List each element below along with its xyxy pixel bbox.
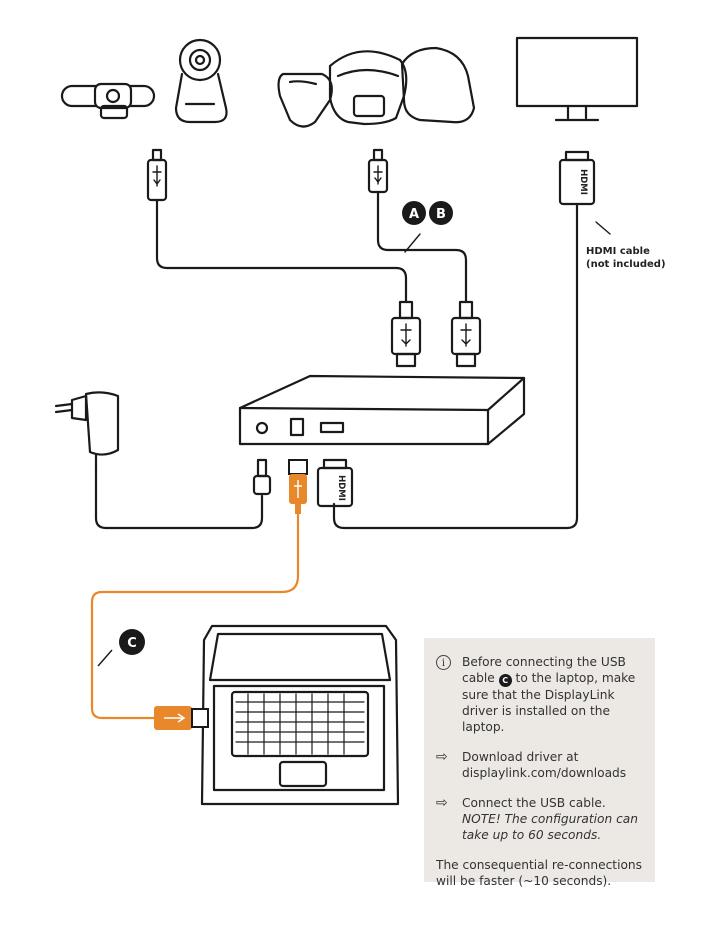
info-icon: i bbox=[436, 654, 456, 670]
power-adapter-icon bbox=[54, 391, 264, 530]
arrow-right-icon: ⇨ bbox=[436, 795, 448, 811]
badge-c: C bbox=[119, 629, 145, 655]
speakerphones-icon bbox=[277, 46, 476, 128]
svg-text:B: B bbox=[436, 207, 446, 222]
note-item-download: ⇨ Download driver at displaylink.com/dow… bbox=[436, 749, 643, 781]
note-text-connect: Connect the USB cable. bbox=[462, 796, 606, 810]
hdmi-plug-label: HDMI bbox=[578, 169, 588, 195]
usb-cable bbox=[155, 210, 408, 304]
laptop-icon bbox=[200, 624, 400, 806]
power-plug-icon bbox=[252, 458, 272, 496]
ptz-camera-icon bbox=[174, 38, 228, 124]
usb-plug-icon bbox=[146, 148, 168, 214]
note-item-connect: ⇨ Connect the USB cable. NOTE! The confi… bbox=[436, 795, 643, 843]
svg-text:C: C bbox=[127, 636, 137, 651]
hdmi-cable-label: HDMI cable bbox=[586, 246, 650, 257]
hdmi-plug-icon bbox=[558, 150, 596, 214]
usb-cable-c bbox=[90, 508, 300, 720]
usb-plug-icon bbox=[390, 300, 422, 368]
docking-hub-icon bbox=[238, 374, 526, 446]
note-text-before: Before connecting the USB cable bbox=[462, 655, 626, 685]
hdmi-cable-note: (not included) bbox=[586, 259, 666, 270]
note-text-download: Download driver at displaylink.com/downl… bbox=[462, 750, 627, 780]
hdmi-plug-icon bbox=[316, 458, 354, 508]
badge-a: A bbox=[402, 201, 426, 225]
hdmi-plug-label: HDMI bbox=[336, 475, 346, 501]
badge-c-inline: C bbox=[498, 674, 512, 687]
usb-plug-icon bbox=[450, 300, 482, 368]
usb-cable bbox=[376, 198, 468, 304]
monitor-icon bbox=[515, 36, 639, 122]
note-text-after: to the laptop, make sure that the Displa… bbox=[462, 671, 636, 734]
usb-plug-icon bbox=[367, 148, 389, 202]
note-footer: The consequential re-connections will be… bbox=[436, 858, 642, 888]
webcam-bar-icon bbox=[60, 82, 156, 120]
svg-text:A: A bbox=[409, 207, 419, 222]
usb-plug-laptop-icon bbox=[154, 706, 209, 730]
usb-plug-orange-icon bbox=[288, 459, 308, 514]
badge-b: B bbox=[429, 201, 453, 225]
hdmi-cable bbox=[332, 210, 579, 530]
note-item-driver: i Before connecting the USB cable C to t… bbox=[436, 654, 643, 735]
note-text-warning: NOTE! The configuration can take up to 6… bbox=[462, 812, 638, 842]
instruction-note: i Before connecting the USB cable C to t… bbox=[424, 638, 655, 888]
arrow-right-icon: ⇨ bbox=[436, 749, 448, 765]
